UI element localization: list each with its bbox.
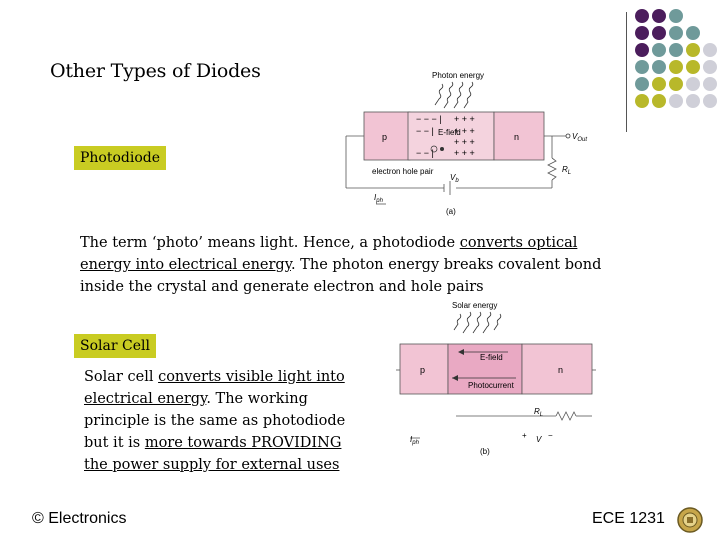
decorative-dot bbox=[703, 60, 717, 74]
decorative-dot bbox=[703, 43, 717, 57]
solar-cell-label: Solar Cell bbox=[74, 334, 156, 358]
minus-charges-2: − − | bbox=[416, 126, 434, 136]
decorative-dot bbox=[652, 77, 666, 91]
solar-text-underlined2: more towards PROVIDING the power supply … bbox=[84, 435, 342, 473]
decorative-dot bbox=[669, 43, 683, 57]
plus-charges-2: + + + bbox=[454, 126, 475, 136]
university-logo-icon bbox=[677, 507, 703, 533]
circuit-wires bbox=[345, 135, 566, 205]
plus-charges-3: + + + bbox=[454, 137, 475, 147]
photodiode-text-underlined: converts optical energy into electrical … bbox=[80, 235, 578, 273]
solar-text-underlined1: converts visible light into electrical e… bbox=[84, 369, 345, 407]
slide-title: Other Types of Diodes bbox=[50, 60, 261, 82]
footer-left: © Electronics bbox=[32, 510, 127, 527]
photodiode-text-part2: . The photon energy breaks covalent bond… bbox=[80, 257, 602, 295]
decorative-dot bbox=[635, 43, 649, 57]
decorative-dot bbox=[686, 77, 700, 91]
solar-cell-label-text: Solar Cell bbox=[80, 338, 150, 354]
minus-charges-1: − − − | bbox=[416, 114, 442, 124]
decorative-dot bbox=[635, 26, 649, 40]
decorative-dot bbox=[652, 26, 666, 40]
photon-arrows bbox=[434, 81, 474, 109]
decorative-dot bbox=[686, 94, 700, 108]
solar-efield-label: E-field bbox=[480, 353, 503, 362]
photodiode-diagram: Photon energy p n − − − | − − | − − | + … bbox=[345, 71, 587, 216]
solar-rl-label: RL bbox=[534, 407, 543, 418]
decorative-dot bbox=[703, 94, 717, 108]
solar-energy-label: Solar energy bbox=[452, 301, 497, 310]
decorative-dot bbox=[652, 9, 666, 23]
depletion-region bbox=[407, 111, 495, 161]
photodiode-text-part1: The term ‘photo’ means light. Hence, a p… bbox=[80, 235, 460, 251]
vout-terminal bbox=[565, 133, 571, 139]
solar-p-region bbox=[399, 343, 449, 395]
decorative-dot bbox=[635, 60, 649, 74]
divider-line bbox=[626, 12, 627, 132]
solar-text-part1: Solar cell bbox=[84, 369, 159, 385]
decorative-dot bbox=[669, 94, 683, 108]
decorative-dot bbox=[652, 43, 666, 57]
photocurrent-arrowhead bbox=[452, 375, 458, 381]
plus-charges-4: + + + bbox=[454, 148, 475, 158]
photodiode-label-text: Photodiode bbox=[80, 150, 161, 166]
photodiode-description: The term ‘photo’ means light. Hence, a p… bbox=[80, 232, 630, 298]
decorative-dot-grid bbox=[635, 9, 717, 108]
plus-charges-1: + + + bbox=[454, 114, 475, 124]
decorative-dot bbox=[686, 43, 700, 57]
efield-label: E-field bbox=[438, 128, 461, 137]
decorative-dot bbox=[635, 94, 649, 108]
solar-minus-label: − bbox=[548, 431, 553, 440]
diagram-b-caption: (b) bbox=[480, 447, 490, 456]
solar-circuit-wires bbox=[396, 369, 596, 439]
solar-text-part2: . The working principle is the same as p… bbox=[84, 391, 346, 451]
solar-cell-description: Solar cell converts visible light into e… bbox=[84, 366, 359, 476]
vb-label: Vb bbox=[450, 173, 459, 184]
decorative-dot bbox=[652, 94, 666, 108]
solar-v-label: V bbox=[536, 435, 542, 444]
minus-charges-3: − − | bbox=[416, 148, 434, 158]
decorative-dot bbox=[669, 77, 683, 91]
solar-p-label: p bbox=[420, 365, 425, 375]
decorative-dot bbox=[686, 26, 700, 40]
decorative-dot bbox=[669, 60, 683, 74]
solar-iph-label: Iph bbox=[410, 435, 420, 446]
decorative-dot bbox=[703, 77, 717, 91]
electron-marker bbox=[440, 147, 444, 151]
rl-label: RL bbox=[562, 165, 571, 176]
p-label: p bbox=[382, 132, 387, 142]
solar-arrows bbox=[453, 311, 502, 334]
iph-label: Iph bbox=[374, 193, 384, 204]
electron-hole-pair-label: electron hole pair bbox=[372, 167, 434, 176]
decorative-dot bbox=[669, 26, 683, 40]
decorative-dot bbox=[635, 77, 649, 91]
footer-right: ECE 1231 bbox=[592, 510, 665, 527]
solar-polarity-label: + bbox=[522, 431, 527, 440]
solar-n-region bbox=[521, 343, 593, 395]
vout-label: VOut bbox=[572, 132, 587, 143]
photon-energy-label: Photon energy bbox=[432, 71, 484, 80]
photodiode-label: Photodiode bbox=[74, 146, 167, 170]
decorative-dot bbox=[635, 9, 649, 23]
solar-n-label: n bbox=[558, 365, 563, 375]
efield-arrowhead bbox=[458, 349, 464, 355]
diagram-a-caption: (a) bbox=[446, 207, 456, 216]
photocurrent-label: Photocurrent bbox=[468, 381, 515, 390]
decorative-dot bbox=[686, 60, 700, 74]
solar-cell-diagram: Solar energy p n E-field Photocurrent RL… bbox=[396, 301, 596, 456]
decorative-dot bbox=[652, 60, 666, 74]
n-label: n bbox=[514, 132, 519, 142]
decorative-dot bbox=[669, 9, 683, 23]
hole-marker bbox=[430, 145, 438, 153]
